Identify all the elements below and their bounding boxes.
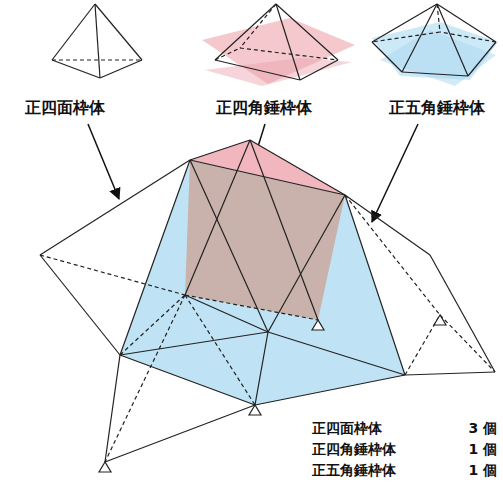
table-cell: 1 個 xyxy=(468,441,497,458)
table-cell: 1 個 xyxy=(468,462,497,479)
square-pyramid-icon xyxy=(202,4,355,86)
support-symbols xyxy=(99,315,446,472)
tetrahedron-icon xyxy=(52,4,142,78)
table-cell: 3 個 xyxy=(468,420,497,437)
table-cell: 正四角錘枠体 xyxy=(312,441,396,458)
part-name: 正四角錘枠体 xyxy=(216,98,312,117)
structure-fills xyxy=(120,140,405,405)
part-name: 正五角錘枠体 xyxy=(389,98,485,117)
structure-members xyxy=(40,140,495,462)
table-cell: 正四面枠体 xyxy=(312,420,382,437)
part-name: 正四面枠体 xyxy=(25,98,105,117)
table-cell: 正五角錘枠体 xyxy=(312,462,396,479)
pentagonal-pyramid-icon xyxy=(372,4,498,86)
